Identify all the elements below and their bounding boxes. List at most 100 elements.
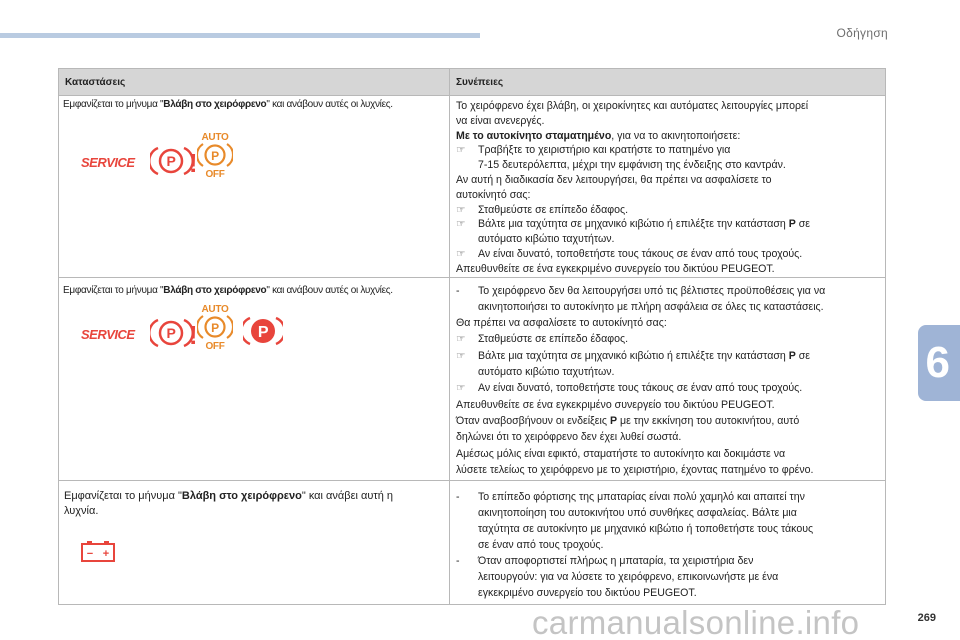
dash-item: -Το επίπεδο φόρτισης της μπαταρίας είναι… [456, 489, 879, 553]
auto-p-letter: P [211, 321, 219, 335]
consequence-bold: P [609, 414, 618, 427]
bullet-text: Σταθμεύστε σε επίπεδο έδαφος. [478, 333, 629, 346]
bullet-text: αυτόματο κιβώτιο ταχυτήτων. [478, 366, 615, 379]
table-row: Εμφανίζεται το μήνυμα "Βλάβη στο χειρόφρ… [58, 95, 886, 278]
situation-cell: Εμφανίζεται το μήνυμα "Βλάβη στο χειρόφρ… [58, 276, 450, 482]
table-row: Εμφανίζεται το μήνυμα "Βλάβη στο χειρόφρ… [58, 276, 886, 482]
consequence-line: Θα πρέπει να ασφαλίσετε το αυτοκίνητό σα… [456, 317, 667, 330]
header-accent-bar [0, 33, 480, 38]
situation-cell: Εμφανίζεται το μήνυμα "Βλάβη στο χειρόφρ… [58, 480, 450, 606]
battery-minus: − [87, 548, 93, 560]
exclamation-mark: ! [189, 148, 197, 178]
off-label: OFF [205, 169, 224, 178]
table-header-row: Καταστάσεις Συνέπειες [58, 68, 886, 96]
auto-off-icon: AUTO P OFF [197, 304, 233, 350]
situation-bold: Βλάβη στο χειρόφρενο [163, 99, 267, 110]
situation-suffix: " και ανάβουν αυτές οι λυχνίες. [266, 284, 393, 296]
warning-lamps-group: − + [64, 519, 445, 589]
consequence-text: με την εκκίνηση του αυτοκινήτου, αυτό [617, 414, 800, 427]
dash-text: σε έναν από τους τροχούς. [478, 539, 604, 552]
situation-text: Εμφανίζεται το μήνυμα "Βλάβη στο χειρόφρ… [63, 284, 445, 298]
auto-label: AUTO [202, 304, 229, 315]
situation-prefix: Εμφανίζεται το μήνυμα " [63, 284, 164, 296]
dash-text: ταχύτητα σε αυτοκίνητο με μηχανικό κιβώτ… [478, 523, 814, 536]
bullet-text: Βάλτε μια ταχύτητα σε μηχανικό κιβώτιο ή… [478, 218, 789, 231]
bullet-bold: P [788, 349, 796, 362]
battery-warning-icon: − + [81, 541, 115, 563]
consequence-line: να είναι ανενεργές. [456, 114, 545, 127]
bullet-text: Τραβήξτε το χειριστήριο και κρατήστε το … [478, 144, 731, 157]
situation-bold: Βλάβη στο χειρόφρενο [181, 490, 302, 503]
bullet-text: Αν είναι δυνατό, τοποθετήστε τους τάκους… [478, 247, 803, 260]
consequence-line: Το χειρόφρενο έχει βλάβη, οι χειροκίνητε… [456, 100, 809, 112]
consequence-cell: - Το επίπεδο φόρτισης της μπαταρίας είναι… [449, 480, 886, 606]
bullet-marker-icon: ☞ [456, 382, 466, 395]
service-warning-icon: SERVICE [81, 155, 135, 170]
consequence-line: Απευθυνθείτε σε ένα εγκεκριμένο συνεργεί… [456, 398, 775, 411]
bullet-text: σε [795, 349, 811, 362]
situation-text: Εμφανίζεται το μήνυμα "Βλάβη στο χειρόφρ… [64, 489, 445, 519]
consequence-line: δηλώνει ότι το χειρόφρενο δεν έχει λυθεί… [456, 431, 682, 444]
consequence-line: Αμέσως μόλις είναι εφικτό, σταματήστε το… [456, 447, 786, 460]
bullet-marker-icon: ☞ [456, 218, 466, 231]
p-letter: P [166, 325, 175, 341]
dash-item: -Το χειρόφρενο δεν θα λειτουργήσει υπό τ… [456, 283, 879, 316]
situation-prefix: Εμφανίζεται το μήνυμα " [63, 99, 164, 110]
consequence-text: Όταν αναβοσβήνουν οι ενδείξεις [456, 414, 610, 427]
bullet-marker-icon: ☞ [456, 247, 466, 260]
battery-plus: + [103, 548, 109, 560]
bullet-item: ☞ Αν είναι δυνατό, τοποθετήστε τους τάκου… [456, 380, 879, 396]
table-row: Εμφανίζεται το μήνυμα "Βλάβη στο χειρόφρ… [58, 480, 886, 606]
bullet-marker-icon: ☞ [456, 144, 466, 157]
consequence-cell: Το χειρόφρενο έχει βλάβη, οι χειροκίνητε… [449, 95, 886, 278]
warning-lamps-group: SERVICE P ! AUTO P OFF [63, 112, 445, 192]
situation-bold: Βλάβη στο χειρόφρενο [163, 284, 267, 296]
bullet-text: Αν είναι δυνατό, τοποθετήστε τους τάκους… [478, 382, 803, 395]
auto-off-icon: AUTO P OFF [197, 132, 233, 178]
p-letter: P [166, 153, 175, 169]
dash-text: Το επίπεδο φόρτισης της μπαταρίας είναι … [478, 491, 805, 504]
bullet-item: ☞Βάλτε μια ταχύτητα σε μηχανικό κιβώτιο … [456, 348, 879, 381]
page-number: 269 [917, 612, 936, 624]
bullet-marker-icon: ☞ [456, 333, 466, 346]
parking-brake-engaged-icon: P [243, 316, 283, 345]
consequence-line: λύσετε τελείως το χειρόφρενο με το χειρι… [456, 463, 814, 476]
fault-table: Καταστάσεις Συνέπειες Εμφανίζεται το μήν… [58, 68, 886, 606]
service-warning-icon: SERVICE [81, 326, 135, 342]
dash-text: ακινητοποίηση του αυτοκινήτου υπό συνθήκ… [478, 507, 797, 520]
situation-cell: Εμφανίζεται το μήνυμα "Βλάβη στο χειρόφρ… [58, 95, 450, 278]
consequence-line: Απευθυνθείτε σε ένα εγκεκριμένο συνεργεί… [456, 262, 775, 275]
bullet-marker-icon: ☞ [456, 203, 466, 216]
p-red-letter: P [258, 324, 269, 341]
situation-suffix: " και ανάβουν αυτές οι λυχνίες. [266, 99, 393, 110]
consequence-cell: -Το χειρόφρενο δεν θα λειτουργήσει υπό τ… [449, 276, 886, 482]
exclamation-mark: ! [189, 320, 197, 350]
dash-marker: - [456, 555, 460, 568]
bullet-text: αυτόματο κιβώτιο ταχυτήτων. [478, 233, 615, 246]
dash-text: λειτουργούν: για να λύσετε το χειρόφρενο… [478, 571, 779, 584]
consequence-line: Αν αυτή η διαδικασία δεν λειτουργήσει, θ… [456, 173, 772, 186]
section-title: Οδήγηση [836, 26, 888, 40]
bullet-item: ☞ Τραβήξτε το χειριστήριο και κρατήστε το… [456, 143, 879, 173]
auto-label: AUTO [202, 132, 229, 143]
dash-text: εγκεκριμένο συνεργείο του δικτύου PEUGEO… [478, 587, 697, 600]
consequence-bold: Με το αυτοκίνητο σταματημένο [456, 129, 612, 142]
warning-lamps-group: SERVICE P ! AUTO P OFF [63, 298, 445, 378]
bullet-item: ☞Σταθμεύστε σε επίπεδο έδαφος. [456, 203, 879, 218]
bullet-marker-icon: ☞ [456, 349, 466, 362]
parking-brake-fault-icon: P ! [150, 146, 197, 178]
situation-prefix: Εμφανίζεται το μήνυμα " [64, 490, 182, 503]
dash-text: Όταν αποφορτιστεί πλήρως η μπαταρία, τα … [478, 555, 754, 568]
bullet-text: 7-15 δευτερόλεπτα, μέχρι την εμφάνιση τη… [478, 159, 786, 172]
bullet-item: ☞ Σταθμεύστε σε επίπεδο έδαφος. [456, 331, 879, 347]
parking-brake-fault-icon: P ! [150, 318, 197, 350]
chapter-number: 6 [925, 338, 950, 387]
auto-p-letter: P [211, 149, 219, 163]
column-header-consequences: Συνέπειες [449, 68, 886, 96]
situation-suffix: " και ανάβει αυτή η [301, 490, 394, 503]
bullet-bold: P [788, 218, 796, 231]
dash-text: Το χειρόφρενο δεν θα λειτουργήσει υπό τι… [478, 284, 826, 297]
bullet-item: ☞ Βάλτε μια ταχύτητα σε μηχανικό κιβώτιο … [456, 217, 879, 247]
chapter-tab [918, 325, 960, 401]
dash-item: - Όταν αποφορτιστεί πλήρως η μπαταρία, τα… [456, 553, 879, 604]
